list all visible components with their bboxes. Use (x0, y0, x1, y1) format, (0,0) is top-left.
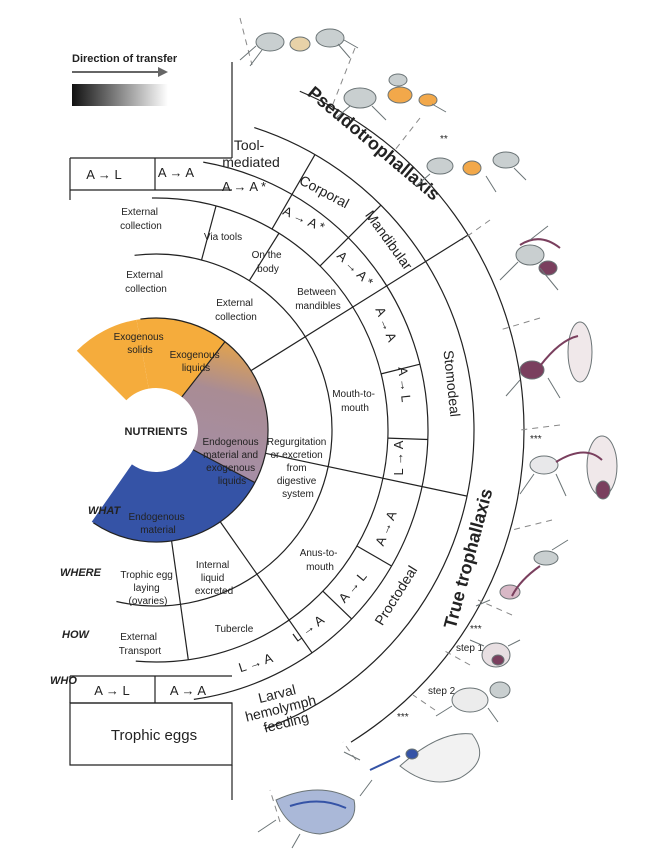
who-procto-a-to-l: A → L (335, 569, 369, 606)
type-stomodeal: Stomodeal (441, 349, 464, 417)
category-true-trophallaxis: True trophallaxis (440, 486, 497, 630)
ant-icon-tool-pair (239, 28, 359, 67)
center-nutrients: NUTRIENTS (125, 426, 188, 438)
what-endogenous-mix: Endogenous material and exogenous liquid… (203, 437, 262, 487)
what-exogenous-solids: Exogenous solids (114, 332, 167, 356)
who-a-to-l-bottom: A → L (94, 683, 129, 698)
who-a-to-l-top: A → L (86, 167, 121, 182)
legend: Direction of transfer (72, 53, 178, 106)
how-between-mandibles: Between mandibles (295, 287, 341, 312)
how-anus-to-mouth: Anus-to- mouth (300, 548, 341, 573)
ant-icon-stomodeal-2 (505, 321, 593, 399)
arrow-right-icon (158, 67, 168, 77)
who-stomo-l-to-a: L → A (391, 440, 406, 475)
how-via-tools: Via tools (204, 232, 242, 243)
legend-title: Direction of transfer (72, 53, 178, 65)
annotation-triple-star-c: *** (397, 712, 409, 723)
concentric-rings (93, 90, 525, 743)
row-header-who: WHO (50, 675, 77, 687)
left-table (69, 158, 233, 766)
ant-icon-corporal (335, 73, 447, 121)
who-mandibular-a-to-a: A → A * (334, 248, 376, 289)
how-tubercle: Tubercle (215, 624, 254, 635)
dashed-separators (239, 17, 561, 823)
how-external-transport: External Transport (119, 632, 162, 657)
what-exogenous-liquids: Exogenous liquids (170, 350, 223, 374)
row-header-what: WHAT (88, 505, 121, 517)
what-ring-fills (76, 318, 268, 543)
type-tool-mediated: Tool- mediated (222, 137, 280, 170)
endogenous-wedge (91, 449, 255, 543)
ant-icon-queen (257, 789, 356, 849)
how-on-body: On the body (252, 250, 285, 275)
ant-icon-larva-egg (343, 733, 481, 797)
row-header-how: HOW (62, 629, 91, 641)
where-external-collection-b: External collection (215, 298, 257, 323)
labels: A → L A → A A → A * A → A * A → A * A → … (50, 82, 542, 744)
annotation-step2: step 2. (428, 686, 458, 697)
ant-icon-larval-step2 (435, 681, 511, 723)
who-stomo-a-to-l: A → L (395, 366, 414, 403)
ant-icon-proctodeal (475, 539, 569, 607)
who-procto-l-to-a: L → A (290, 612, 327, 645)
who-corporal-a-to-a: A → A * (281, 203, 327, 235)
endogenous-mix-wedge (181, 341, 268, 483)
radial-dividers (69, 62, 469, 800)
ant-illustrations (239, 28, 618, 849)
who-procto-a-to-a: A → A (372, 508, 400, 547)
where-external-collection-a: External collection (125, 270, 167, 295)
how-mouth-to-mouth: Mouth-to- mouth (332, 389, 378, 414)
ant-icon-larval-step1 (469, 639, 521, 668)
type-corporal: Corporal (297, 172, 352, 211)
annotation-step1: step 1. (456, 643, 486, 654)
legend-gradient-bar (72, 84, 168, 106)
who-stomo-a-to-a: A → A (372, 305, 400, 344)
who-tool-a-to-a: A → A * (222, 179, 266, 194)
who-tubercle-l-to-a: L → A (237, 650, 275, 675)
ant-icon-stomodeal-1 (499, 225, 561, 291)
annotation-triple-star-a: *** (530, 434, 542, 445)
how-external-collection-top: External collection (120, 207, 162, 232)
where-internal-liquid: Internal liquid excreted (195, 560, 233, 597)
who-a-to-a-top: A → A (158, 165, 194, 180)
type-trophic-eggs: Trophic eggs (111, 727, 197, 744)
type-larval-hemolymph: Larval hemolymph feeding (240, 676, 325, 739)
exogenous-solids-wedge (76, 319, 149, 401)
what-endogenous: Endogenous material (129, 512, 188, 536)
where-trophic-egg-laying: Trophic egg laying (ovaries) (120, 570, 175, 607)
ant-icon-mandibular (415, 151, 527, 193)
who-a-to-a-bottom: A → A (170, 683, 206, 698)
ant-icon-stomodeal-3 (519, 435, 618, 500)
annotation-triple-star-b: *** (470, 624, 482, 635)
where-regurgitation: Regurgitation or excretion from digestiv… (267, 437, 329, 500)
row-header-where: WHERE (60, 567, 102, 579)
exogenous-liquids-wedge (136, 318, 225, 397)
annotation-double-star: ** (440, 134, 448, 145)
trophic-eggs-box (69, 702, 233, 766)
